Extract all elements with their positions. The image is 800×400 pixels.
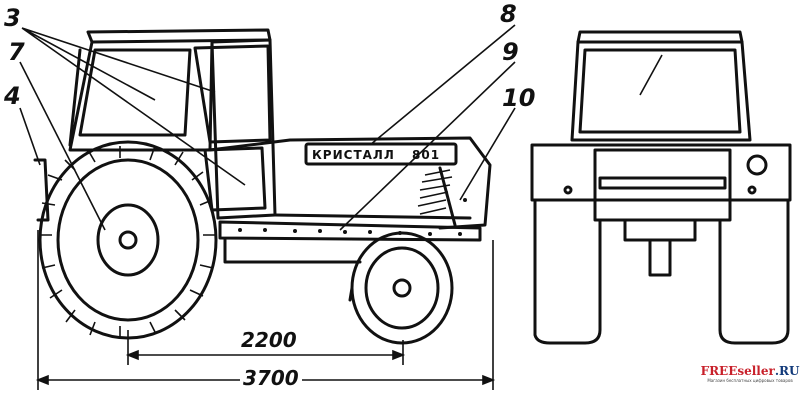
rear-wheel — [33, 140, 218, 340]
callout-8: 8 — [500, 0, 517, 28]
callout-4: 4 — [4, 82, 21, 110]
overall-length-dimension: 3700 — [240, 366, 302, 390]
watermark-subtitle: Магазин бесплатных цифровых товаров — [707, 378, 793, 383]
dimension-lines — [35, 230, 496, 390]
callout-3: 3 — [4, 4, 21, 32]
front-wheel — [348, 231, 454, 345]
callout-10: 10 — [502, 84, 536, 112]
model-name: КРИСТАЛЛ — [312, 148, 395, 162]
callout-7: 7 — [8, 38, 25, 66]
watermark-domain: .RU — [774, 364, 800, 378]
model-number: 801 — [412, 148, 441, 162]
wheelbase-dimension: 2200 — [238, 328, 300, 352]
side-cabin — [68, 28, 277, 220]
model-plate: КРИСТАЛЛ 801 — [312, 148, 440, 162]
watermark: FREEseller.RU Магазин бесплатных цифровы… — [700, 364, 800, 383]
side-hood — [208, 136, 492, 264]
watermark-title: FREEseller — [700, 364, 775, 378]
callout-9: 9 — [502, 38, 519, 66]
front-view — [530, 30, 792, 345]
callout-lines — [19, 24, 516, 231]
